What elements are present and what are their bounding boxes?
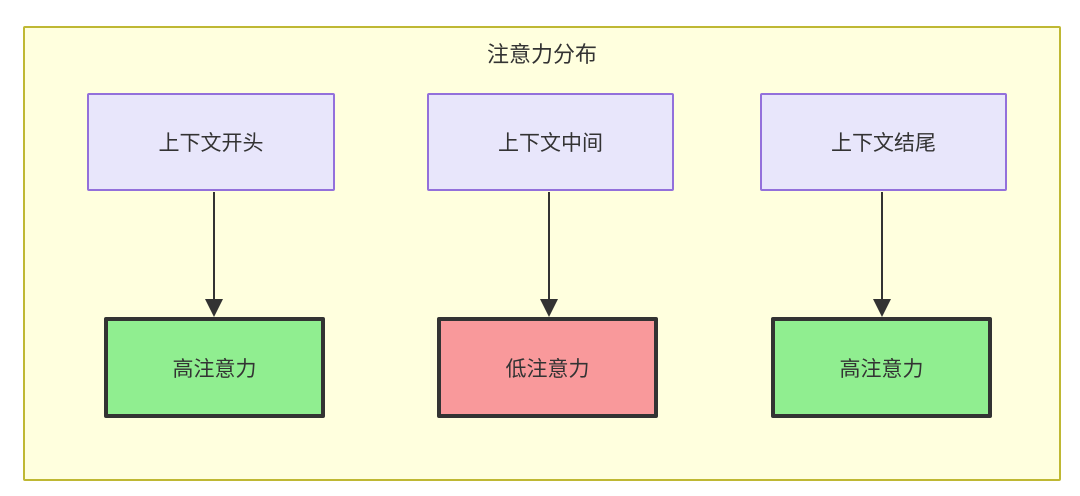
node-ctx-middle[interactable]: 上下文中间 (427, 93, 674, 191)
node-ctx-start-label: 上下文开头 (158, 132, 264, 155)
node-attn-high-start[interactable]: 高注意力 (104, 317, 325, 418)
node-attn-low-middle-label: 低注意力 (505, 357, 590, 381)
node-ctx-start[interactable]: 上下文开头 (87, 93, 335, 191)
node-attn-high-end-label: 高注意力 (839, 357, 924, 381)
node-ctx-middle-label: 上下文中间 (498, 132, 603, 155)
node-attn-high-end[interactable]: 高注意力 (771, 317, 992, 418)
node-attn-low-middle[interactable]: 低注意力 (437, 317, 658, 418)
node-attn-high-start-label: 高注意力 (172, 357, 257, 381)
subgraph-title: 注意力分布 (486, 42, 597, 67)
node-ctx-end[interactable]: 上下文结尾 (760, 93, 1007, 191)
node-ctx-end-label: 上下文结尾 (831, 132, 936, 155)
